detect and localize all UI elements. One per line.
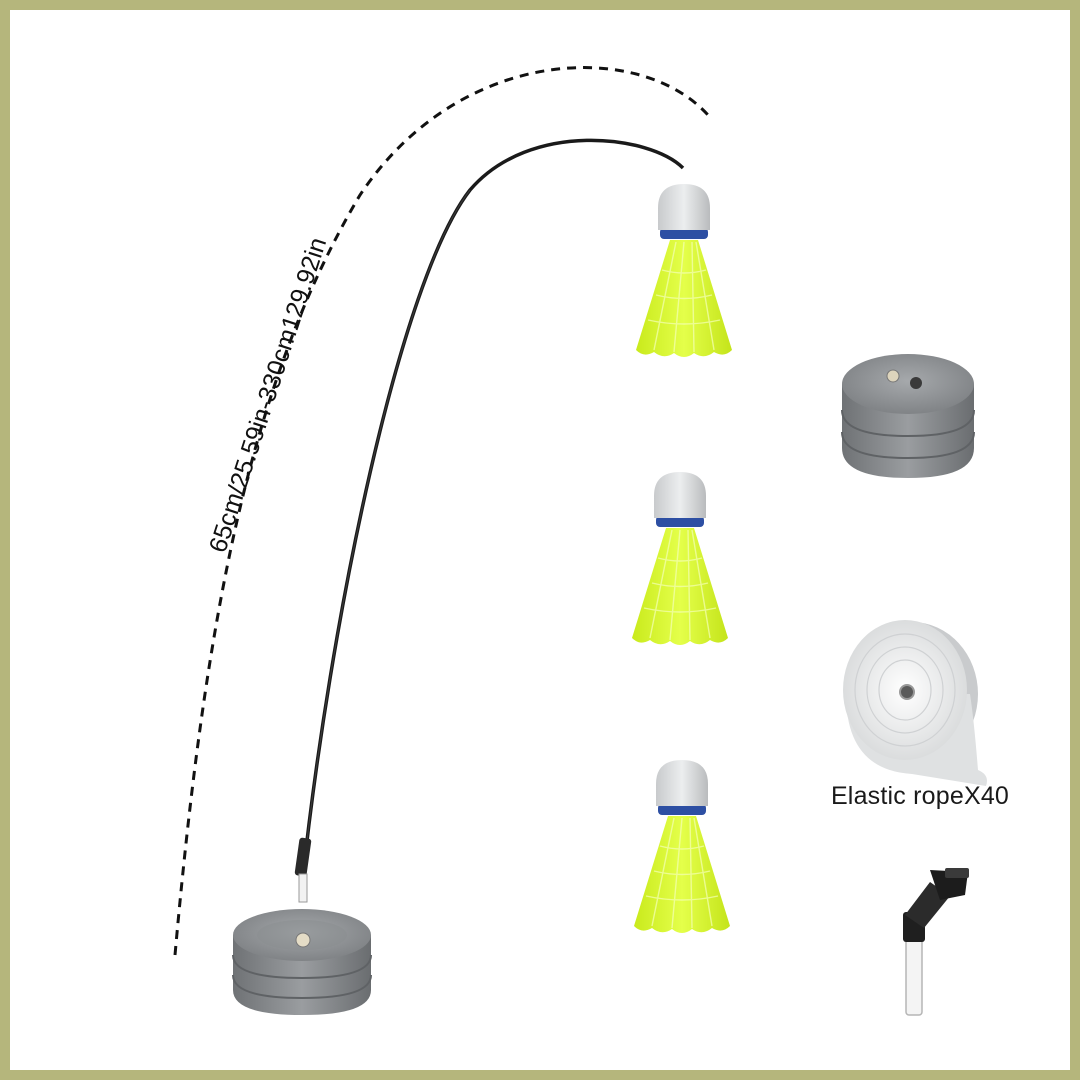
shuttlecock-icon: [633, 759, 731, 934]
angle-connector-icon: [903, 868, 969, 1016]
shuttlecock-icon: [631, 471, 729, 646]
shuttlecock-icon: [635, 183, 733, 358]
elastic-rope-roll-icon: [843, 620, 987, 786]
elastic-rope-caption: Elastic ropeX40: [830, 782, 1010, 810]
weighted-base-spare: [841, 354, 975, 478]
weighted-base-main: [232, 909, 372, 1015]
elastic-rod: [300, 138, 685, 886]
length-dashed-arc: [173, 66, 710, 956]
